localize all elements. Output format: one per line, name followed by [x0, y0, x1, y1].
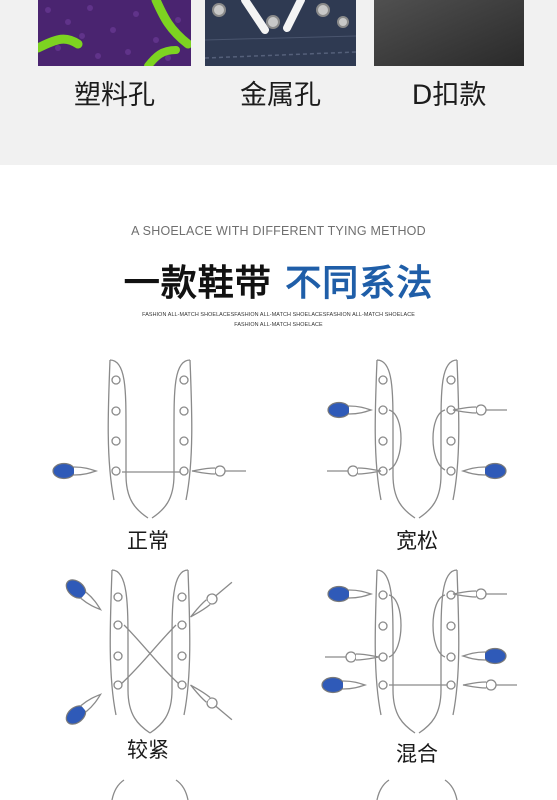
section-headline: 一款鞋带 不同系法: [0, 254, 557, 306]
tying-diagram-tight: [40, 565, 260, 735]
plastic-eyelet-photo: [38, 0, 191, 66]
tying-method-label: 正常: [127, 529, 169, 553]
tying-method-label: 宽松: [396, 529, 438, 553]
eyelet-type-label: 塑料孔: [74, 80, 155, 111]
tying-diagram-mixed: [305, 565, 525, 735]
headline-dark-part: 一款鞋带: [123, 263, 272, 304]
eyelet-type-label: D扣款: [411, 80, 487, 111]
headline-blue-part: 不同系法: [285, 263, 434, 304]
tying-method-label: 较紧: [127, 738, 169, 762]
tying-method-label: 混合: [396, 742, 438, 766]
fine-print-line: FASHION ALL-MATCH SHOELACE: [234, 322, 323, 328]
d-ring-photo: [374, 0, 524, 66]
eyelet-type-label: 金属孔: [240, 80, 321, 111]
tying-diagram-partial: [40, 778, 520, 800]
metal-eyelet-photo: [205, 0, 356, 66]
fine-print-line: FASHION ALL-MATCH SHOELACESFASHION ALL-M…: [142, 312, 415, 318]
section-subtitle-en: A SHOELACE WITH DIFFERENT TYING METHOD: [131, 224, 426, 238]
eyelet-type-band: 塑料孔 金属孔 D扣款: [0, 0, 557, 165]
tying-diagram-normal: [40, 350, 260, 520]
tying-diagram-loose: [305, 350, 525, 520]
